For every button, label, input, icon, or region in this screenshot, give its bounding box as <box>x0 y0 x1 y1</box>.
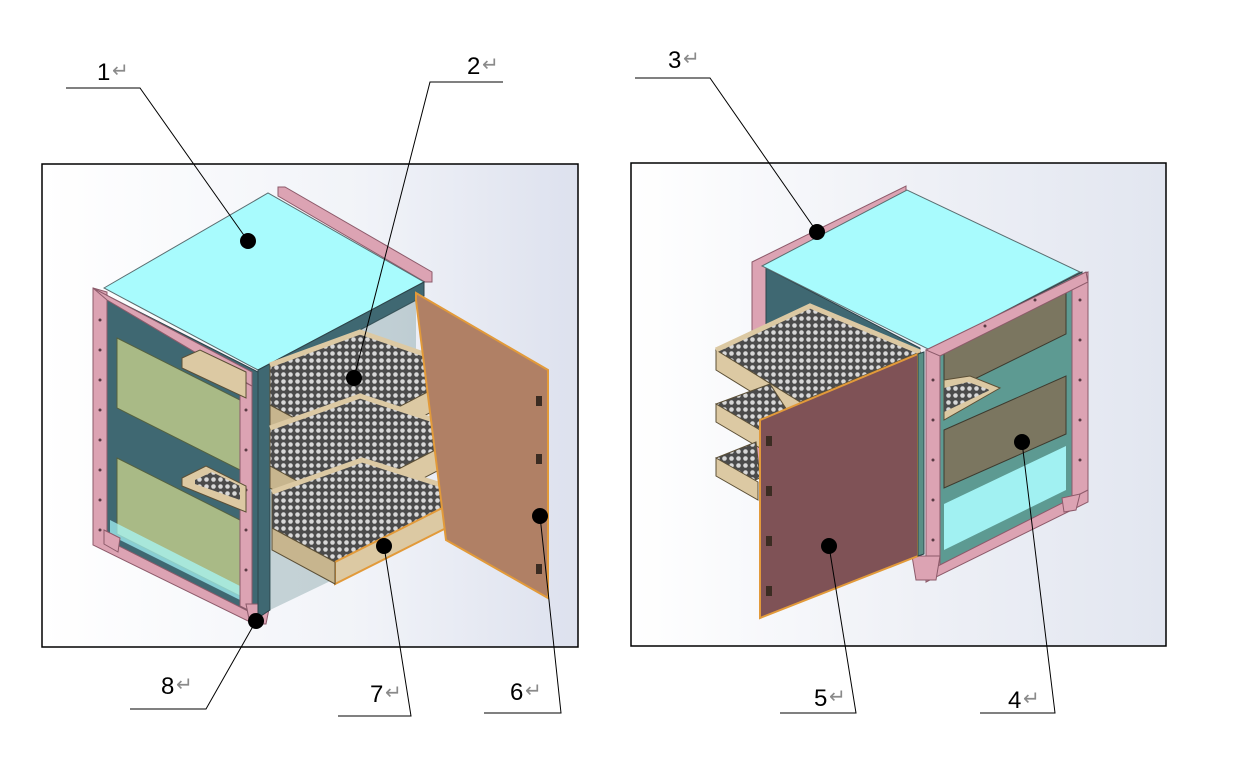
callout-3: 3 ↵ <box>635 46 825 240</box>
callout-5-return-mark: ↵ <box>829 684 846 708</box>
callout-3-return-mark: ↵ <box>683 46 700 70</box>
callout-2-dot <box>346 370 362 386</box>
top-panel-right-view <box>760 189 1082 351</box>
callout-5-label: 5 <box>814 685 827 712</box>
callout-6-dot <box>532 508 548 524</box>
right-view-panel <box>630 162 1167 647</box>
door-hinges-left-view <box>536 396 542 574</box>
callout-8-dot <box>248 613 264 629</box>
callout-6-return-mark: ↵ <box>525 678 542 702</box>
right-flange-back <box>1071 271 1089 509</box>
callout-2-return-mark: ↵ <box>482 52 499 76</box>
callout-8-return-mark: ↵ <box>176 672 193 696</box>
tray-left-top <box>181 349 247 399</box>
side-panel-lower-right <box>943 375 1067 489</box>
callout-8-label: 8 <box>161 673 174 700</box>
callout-5: 5 ↵ <box>780 538 857 714</box>
foot-left <box>103 529 121 553</box>
callout-5-dot <box>821 538 837 554</box>
door-right-view-edge <box>917 351 925 557</box>
callout-1-return-mark: ↵ <box>112 58 129 82</box>
back-frame-flange <box>277 186 433 283</box>
callout-4: 4 ↵ <box>980 434 1056 714</box>
callout-7-return-mark: ↵ <box>385 680 402 704</box>
callout-7-dot <box>376 538 392 554</box>
foot-right-front <box>911 555 941 581</box>
callout-7-label: 7 <box>370 681 383 708</box>
callout-8: 8 ↵ <box>130 613 264 710</box>
callout-3-dot <box>809 224 825 240</box>
foot-right-back <box>1061 493 1081 513</box>
callout-4-return-mark: ↵ <box>1023 686 1040 710</box>
right-flange-top <box>924 271 1089 357</box>
callout-4-dot <box>1014 434 1030 450</box>
callout-1-dot <box>240 233 256 249</box>
callout-1-label: 1 <box>97 59 110 86</box>
tray-left-bottom-mesh <box>195 472 240 500</box>
callout-6: 6 ↵ <box>484 508 562 714</box>
callout-7: 7 ↵ <box>338 538 412 717</box>
door-left-view <box>415 291 549 600</box>
callout-4-label: 4 <box>1008 687 1021 714</box>
callout-1: 1 ↵ <box>66 58 256 249</box>
bottom-glow <box>110 520 240 600</box>
bottom-glow-right <box>944 446 1066 550</box>
door-hinges-right-view <box>766 436 772 596</box>
callout-2-label: 2 <box>467 53 480 80</box>
callout-3-label: 3 <box>668 47 681 74</box>
tray-right-inner-mesh <box>944 382 990 412</box>
flange-bolts-right <box>931 298 1082 542</box>
callout-6-label: 6 <box>510 679 523 706</box>
left-view-panel <box>41 163 579 648</box>
tray-3 <box>271 457 472 586</box>
callout-2: 2 ↵ <box>346 52 503 386</box>
